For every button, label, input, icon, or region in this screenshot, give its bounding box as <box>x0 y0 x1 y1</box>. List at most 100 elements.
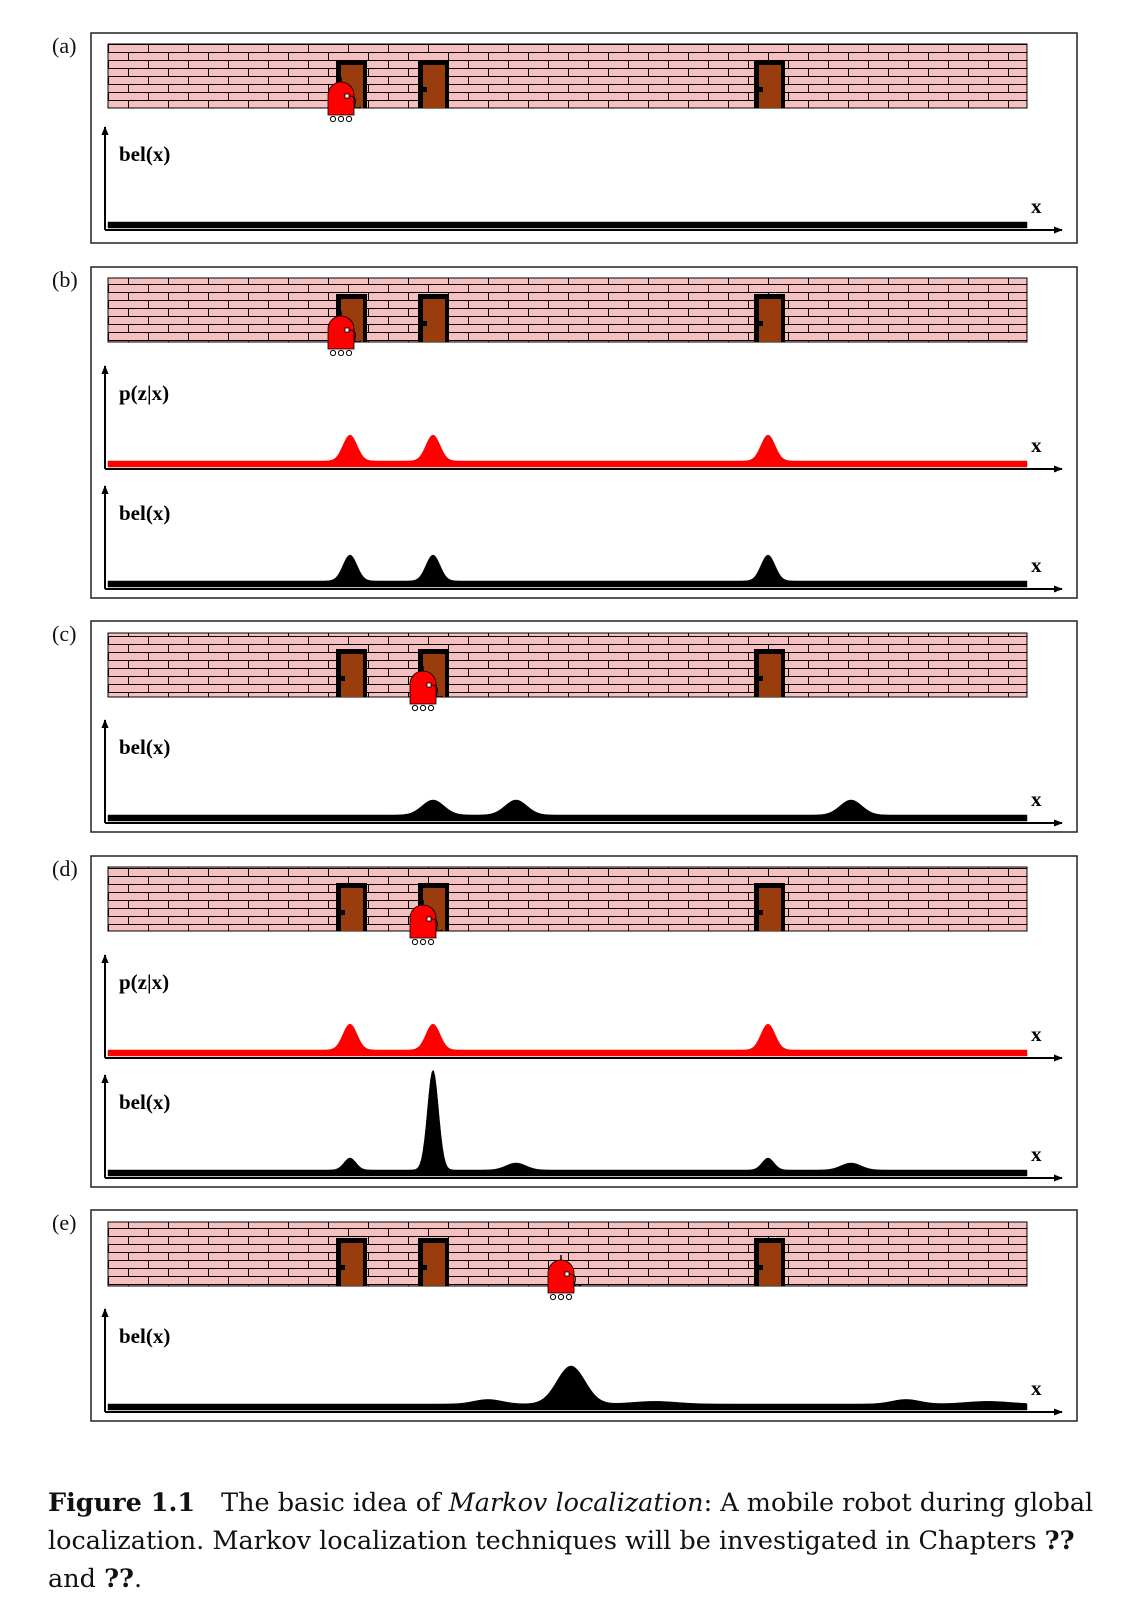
brick-wall <box>107 277 1028 357</box>
robot-wheel <box>329 349 337 357</box>
x-axis-label: x <box>1031 194 1042 218</box>
caption-emphasis: Markov localization <box>448 1488 704 1518</box>
x-axis-label: x <box>1031 787 1042 811</box>
door <box>336 883 367 931</box>
door-knob <box>340 1265 345 1270</box>
brick-wall <box>107 1221 1028 1301</box>
panel-label: (b) <box>52 267 78 292</box>
panel-frame <box>90 266 1078 599</box>
robot-wheel <box>419 938 427 946</box>
plot-belief: bel(x)x <box>101 1069 1063 1182</box>
robot-body <box>547 1259 575 1294</box>
x-axis-label: x <box>1031 553 1042 577</box>
door-panel <box>759 888 781 931</box>
robot-body <box>409 904 437 939</box>
caption-text: . <box>133 1564 143 1594</box>
distribution-curve <box>107 799 1028 822</box>
panel-b: (b) p(z|x)x bel(x) x <box>52 266 1078 599</box>
x-axis-label: x <box>1031 1376 1042 1400</box>
panel-label: (d) <box>52 856 78 881</box>
robot-sensor <box>426 682 432 688</box>
panel-e: (e) bel(x)x <box>52 1209 1078 1422</box>
distribution-curve <box>107 1023 1028 1057</box>
y-axis-label: bel(x) <box>119 501 170 525</box>
door <box>754 60 785 108</box>
robot-wheel <box>427 704 435 712</box>
plot-belief: bel(x) x <box>101 719 1063 827</box>
figure-label: Figure 1.1 <box>48 1488 196 1518</box>
distribution-curve <box>107 1365 1028 1411</box>
robot-wheel <box>337 115 345 123</box>
door <box>754 294 785 342</box>
robot-icon <box>409 900 444 946</box>
distribution-curve <box>107 221 1028 229</box>
panel-a: (a) bel(x) x <box>52 32 1078 244</box>
door-knob <box>422 87 427 92</box>
panel-label: (a) <box>52 33 76 58</box>
robot-wheel <box>345 115 353 123</box>
panel-frame <box>90 620 1078 833</box>
robot-arm <box>568 1273 582 1287</box>
robot-arm <box>430 918 444 932</box>
robot-wheel <box>565 1293 573 1301</box>
robot-body <box>327 81 355 116</box>
figure-caption: Figure 1.1 The basic idea of Markov local… <box>48 1484 1108 1598</box>
door <box>754 1238 785 1286</box>
robot-wheel <box>419 704 427 712</box>
plot-belief: bel(x)x <box>101 1308 1063 1416</box>
door <box>336 1238 367 1286</box>
door-knob <box>422 1265 427 1270</box>
panel-label: (c) <box>52 621 76 646</box>
door-panel <box>423 1243 445 1286</box>
door-panel <box>759 65 781 108</box>
door <box>418 1238 449 1286</box>
caption-text: : A mobile robot during global localizat… <box>48 1488 1094 1556</box>
figure-canvas: (a)bel(x)x(b)p(z|x)xbel(x)x(c)bel(x)x(d)… <box>52 32 1078 1422</box>
door <box>336 649 367 697</box>
brick-wall <box>107 866 1028 946</box>
door-knob <box>340 676 345 681</box>
robot-body <box>409 670 437 705</box>
robot-body <box>327 315 355 350</box>
distribution-curve <box>107 434 1028 468</box>
door-panel <box>341 654 363 697</box>
door-panel <box>759 299 781 342</box>
robot-wheel <box>345 349 353 357</box>
robot-icon <box>409 666 444 712</box>
door-panel <box>341 1243 363 1286</box>
robot-icon <box>547 1255 582 1301</box>
brick-wall <box>107 632 1028 712</box>
robot-wheel <box>411 704 419 712</box>
panel-label: (e) <box>52 1210 76 1235</box>
x-axis-label: x <box>1031 433 1042 457</box>
robot-arm <box>430 684 444 698</box>
robot-icon <box>327 311 362 357</box>
panel-frame <box>90 32 1078 244</box>
wall-bricks <box>107 866 1028 932</box>
wall-bricks <box>107 632 1028 698</box>
plot-measurement: p(z|x)x <box>101 365 1063 473</box>
door-knob <box>758 321 763 326</box>
chapter-ref: ?? <box>104 1564 134 1594</box>
y-axis-label: bel(x) <box>119 735 170 759</box>
door <box>754 649 785 697</box>
robot-arm <box>348 95 362 109</box>
distribution-curve <box>107 554 1028 588</box>
robot-sensor <box>344 93 350 99</box>
robot-arm <box>348 329 362 343</box>
door-panel <box>341 888 363 931</box>
robot-wheel <box>427 938 435 946</box>
caption-text: The basic idea of <box>221 1488 449 1518</box>
robot-wheel <box>337 349 345 357</box>
y-axis-label: p(z|x) <box>119 970 169 994</box>
panel-frame <box>90 855 1078 1188</box>
robot-sensor <box>564 1271 570 1277</box>
door <box>754 883 785 931</box>
door-panel <box>759 1243 781 1286</box>
door <box>418 60 449 108</box>
robot-icon <box>327 77 362 123</box>
y-axis-label: bel(x) <box>119 142 170 166</box>
door-panel <box>423 299 445 342</box>
wall-bricks <box>107 43 1028 109</box>
